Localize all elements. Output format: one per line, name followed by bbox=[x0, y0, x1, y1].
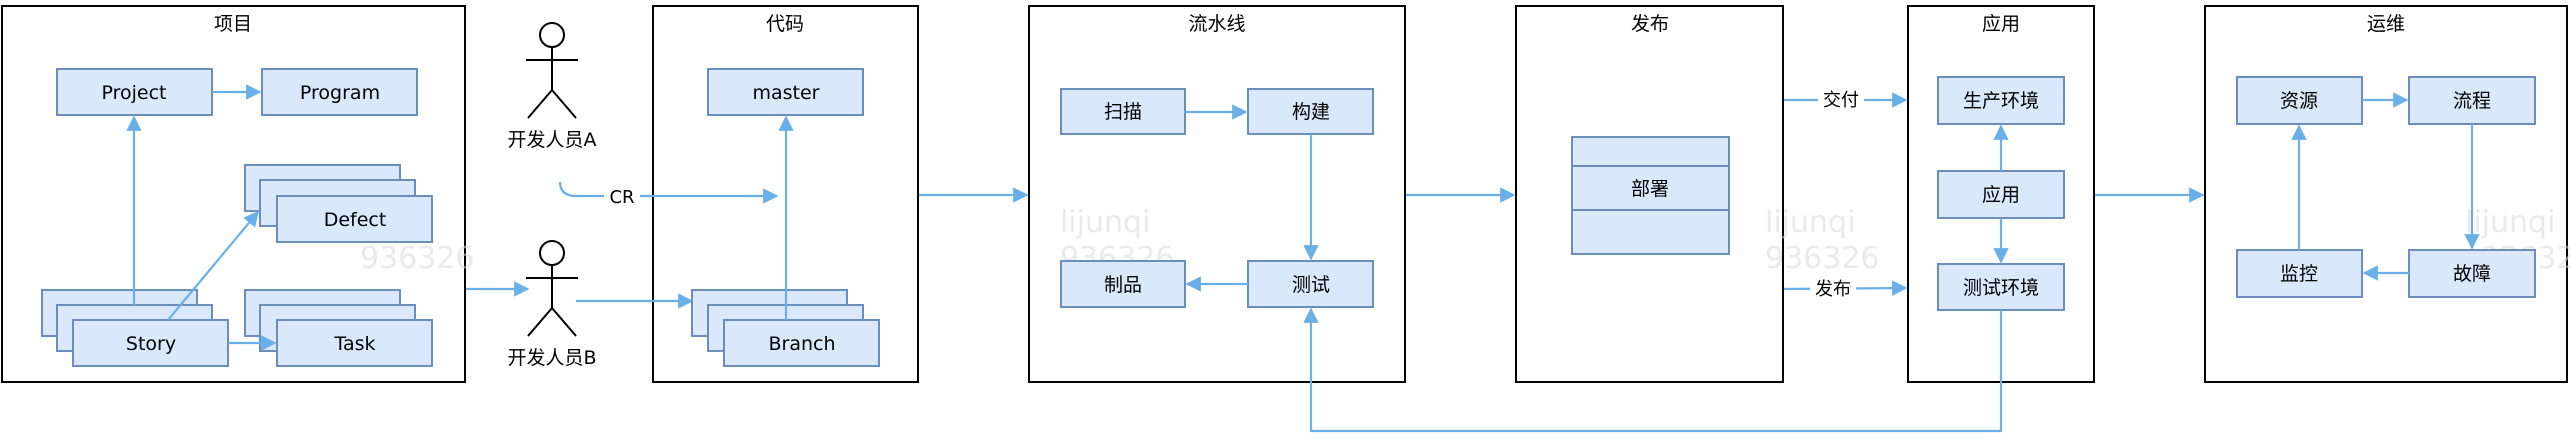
node-task-label: Task bbox=[333, 333, 375, 355]
watermark-id-3: 936326 bbox=[1765, 241, 1880, 276]
node-test[interactable]: 测试 bbox=[1247, 260, 1374, 308]
watermark-name-3: lijunqi bbox=[1765, 205, 1855, 240]
node-test-env[interactable]: 测试环境 bbox=[1937, 263, 2065, 311]
actor-dev-a-icon bbox=[526, 22, 578, 119]
node-story-label: Story bbox=[126, 333, 176, 355]
panel-code-title: 代码 bbox=[766, 13, 804, 35]
edge-publish-label: 发布 bbox=[1815, 279, 1851, 300]
panel-ops-title: 运维 bbox=[2367, 13, 2405, 35]
node-prod-env-label: 生产环境 bbox=[1963, 90, 2039, 112]
node-scan-label: 扫描 bbox=[1104, 101, 1142, 123]
node-build-label: 构建 bbox=[1292, 101, 1330, 123]
edge-cr bbox=[558, 181, 779, 204]
panel-pipeline-title: 流水线 bbox=[1188, 13, 1245, 35]
actor-dev-b-label: 开发人员B bbox=[507, 347, 596, 369]
edge-deliver-label-bg bbox=[1818, 86, 1864, 112]
node-program[interactable]: Program bbox=[261, 68, 418, 116]
node-master-label: master bbox=[752, 82, 819, 104]
edge-deliver-label: 交付 bbox=[1823, 90, 1859, 111]
node-test-label: 测试 bbox=[1292, 274, 1330, 296]
node-fault-label: 故障 bbox=[2453, 263, 2491, 285]
edge-cr-label-bg bbox=[604, 184, 640, 208]
node-artifact-label: 制品 bbox=[1104, 274, 1142, 296]
node-prod-env[interactable]: 生产环境 bbox=[1937, 76, 2065, 125]
node-resource[interactable]: 资源 bbox=[2236, 76, 2363, 125]
node-app-label: 应用 bbox=[1982, 184, 2020, 206]
node-task-stack[interactable]: Task bbox=[244, 289, 433, 367]
node-defect-label: Defect bbox=[324, 209, 387, 231]
actor-dev-a-label: 开发人员A bbox=[508, 129, 597, 151]
node-artifact[interactable]: 制品 bbox=[1060, 260, 1186, 308]
edge-story-defect bbox=[167, 210, 259, 321]
watermark-id-1: 936326 bbox=[360, 241, 475, 276]
node-branch-stack[interactable]: Branch bbox=[691, 289, 880, 367]
panel-app-title: 应用 bbox=[1982, 13, 2020, 35]
node-build[interactable]: 构建 bbox=[1247, 88, 1374, 135]
node-master[interactable]: master bbox=[707, 68, 864, 116]
node-program-label: Program bbox=[300, 82, 380, 104]
actor-dev-b-icon bbox=[526, 240, 578, 337]
node-deploy-label: 部署 bbox=[1631, 178, 1669, 200]
watermark-name-4: lijunqi bbox=[2465, 205, 2555, 240]
node-deploy[interactable]: 部署 bbox=[1571, 136, 1730, 255]
node-process[interactable]: 流程 bbox=[2408, 76, 2536, 125]
node-monitor-label: 监控 bbox=[2280, 263, 2318, 285]
node-fault[interactable]: 故障 bbox=[2408, 249, 2536, 298]
edge-publish-label-bg bbox=[1810, 275, 1856, 301]
node-monitor[interactable]: 监控 bbox=[2236, 249, 2363, 298]
node-resource-label: 资源 bbox=[2280, 90, 2318, 112]
edge-testenv-feedback bbox=[1303, 307, 2003, 433]
panel-ops: 运维 bbox=[2204, 5, 2568, 383]
node-project-label: Project bbox=[101, 82, 166, 104]
node-process-label: 流程 bbox=[2453, 90, 2491, 112]
node-app[interactable]: 应用 bbox=[1937, 170, 2065, 219]
node-project[interactable]: Project bbox=[56, 68, 213, 116]
node-scan[interactable]: 扫描 bbox=[1060, 88, 1186, 135]
node-defect-stack[interactable]: Defect bbox=[244, 164, 433, 243]
watermark-name-2: lijunqi bbox=[1060, 205, 1150, 240]
edge-cr-label: CR bbox=[609, 187, 634, 208]
panel-project-title: 项目 bbox=[214, 13, 252, 35]
node-branch-label: Branch bbox=[768, 333, 835, 355]
panel-release-title: 发布 bbox=[1631, 13, 1669, 35]
node-test-env-label: 测试环境 bbox=[1963, 277, 2039, 299]
panel-pipeline: 流水线 bbox=[1028, 5, 1406, 383]
